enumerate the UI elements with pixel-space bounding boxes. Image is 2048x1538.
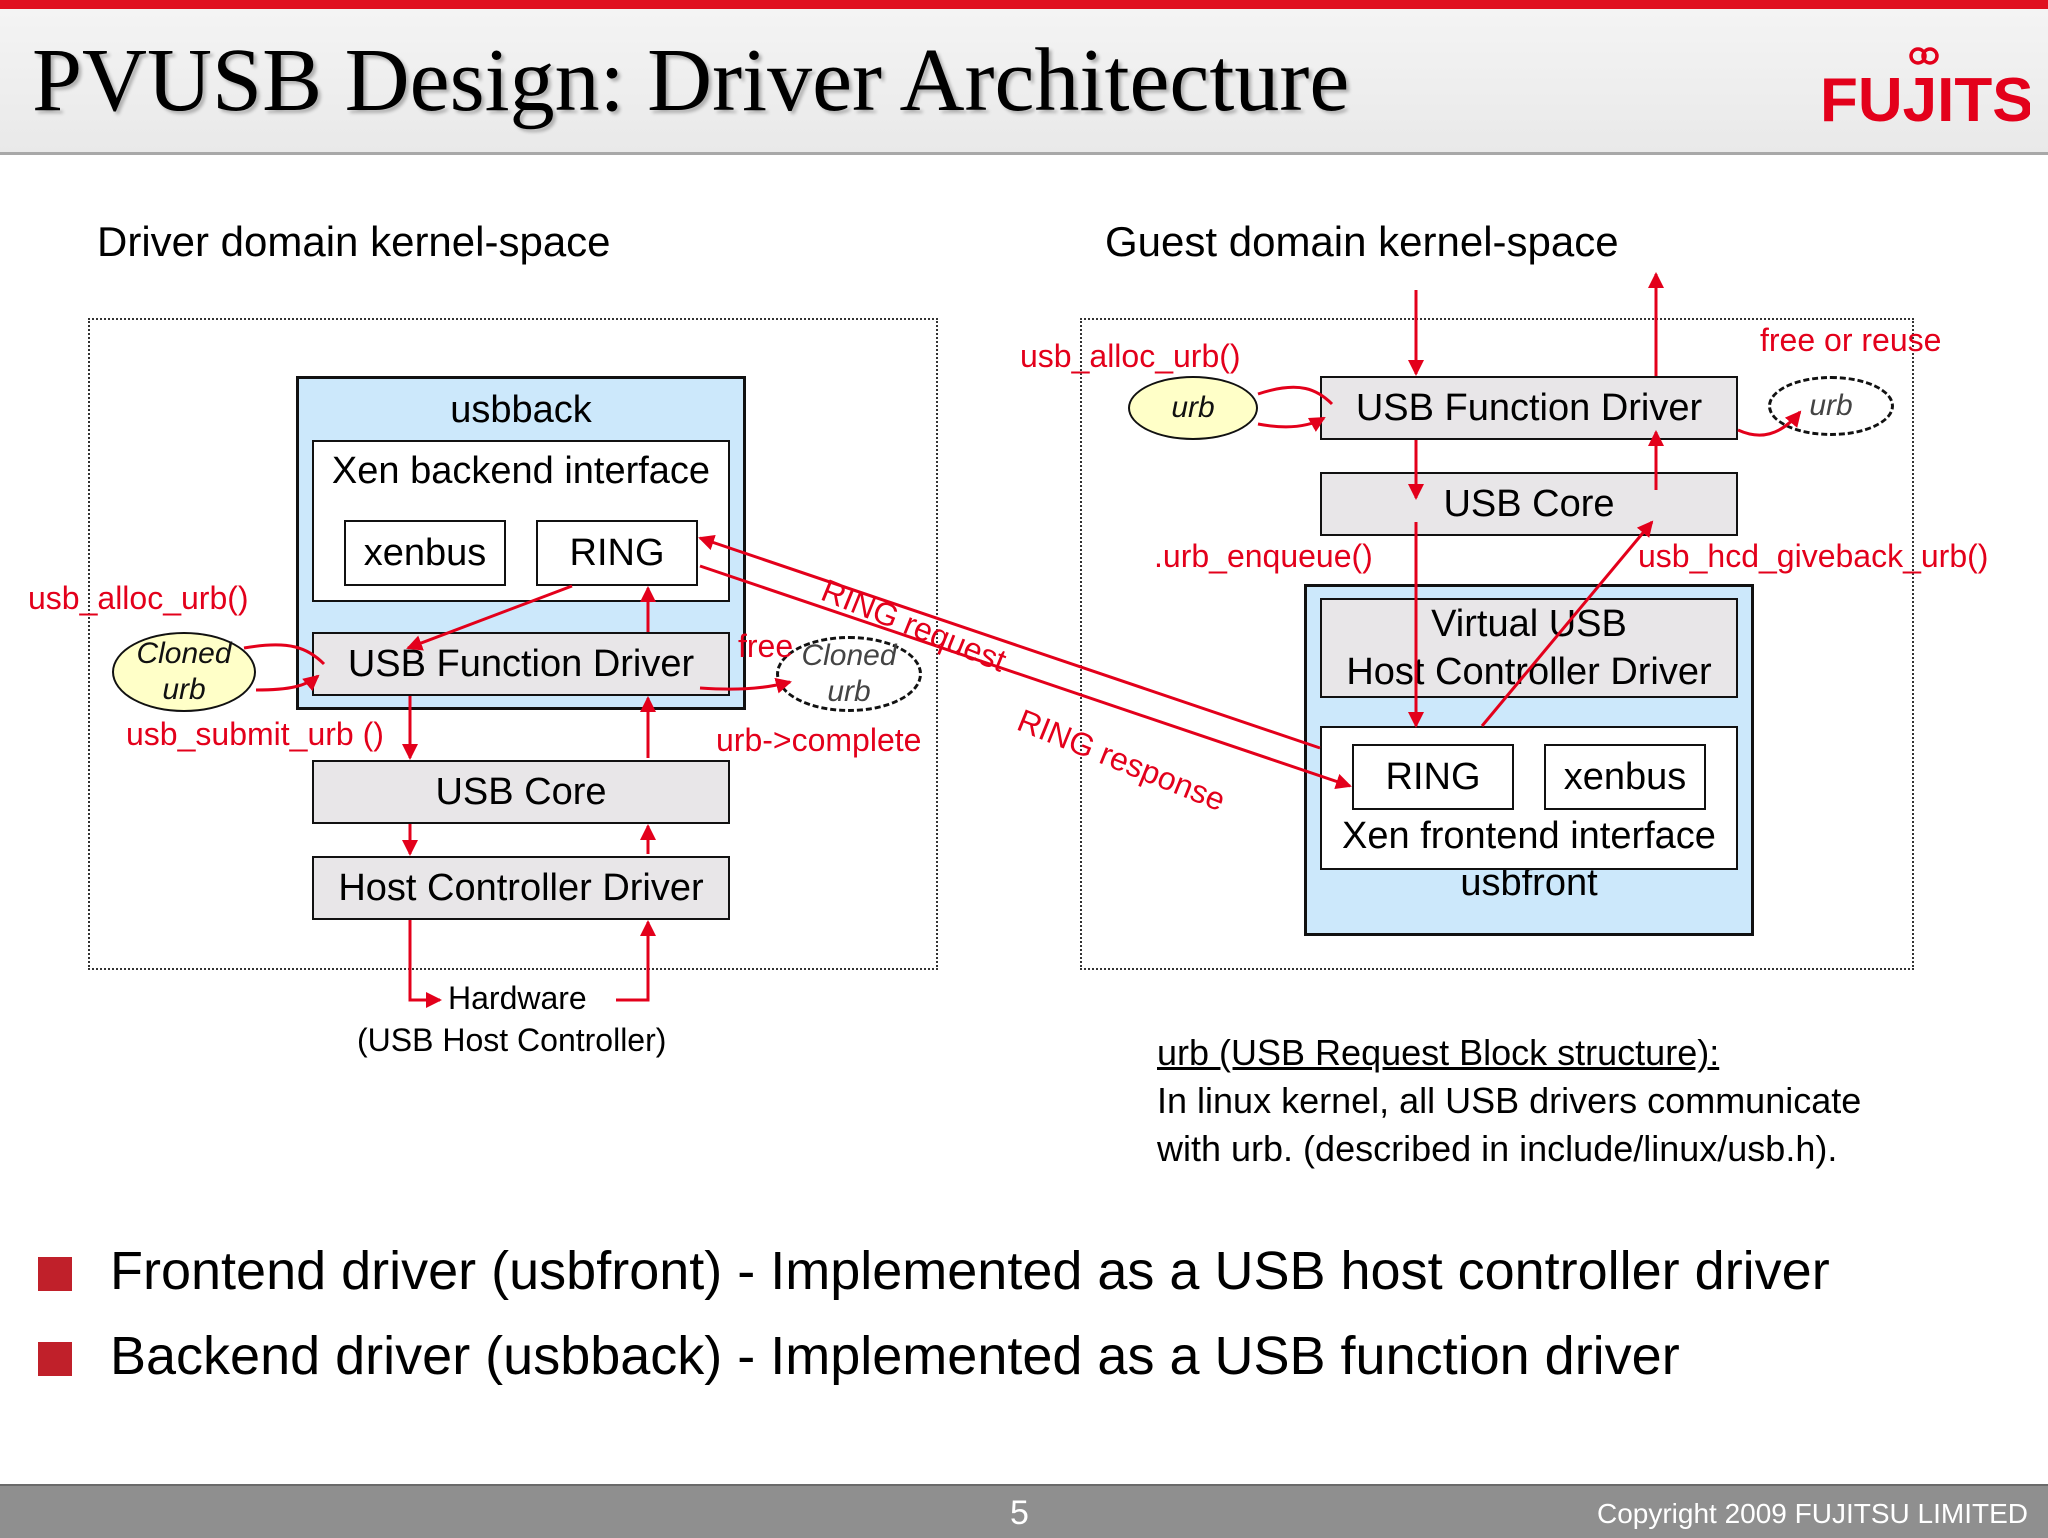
arrow-to-freed-urb [699,677,792,694]
backend-ring-box: RING [536,520,698,586]
virtual-hcd-line1: Virtual USB [1431,603,1627,645]
freed-cloned-urb-line2: urb [827,675,871,708]
hardware-label: Hardware [448,980,587,1016]
virtual-hcd-line2: Host Controller Driver [1346,651,1712,693]
guest-usb-function-driver: USB Function Driver [1320,376,1738,440]
driver-usb-core-label: USB Core [435,770,607,813]
submit-urb-label: usb_submit_urb () [126,716,384,752]
host-controller-driver-label: Host Controller Driver [338,866,704,909]
cloned-urb-line1: Cloned [136,637,232,670]
arrow-cloned-urb-loop [243,643,324,690]
free-or-reuse-label: free or reuse [1760,322,1942,358]
virtual-hcd: Virtual USB Host Controller Driver [1320,598,1738,698]
arrow-to-guest-freed-urb [1737,410,1802,437]
guest-usb-core-label: USB Core [1443,482,1615,525]
arrow-ring-response [699,564,1352,790]
title-bar: PVUSB Design: Driver Architecture FUJITS… [0,9,2048,155]
guest-usb-core: USB Core [1320,472,1738,536]
guest-domain-frame [1080,318,1914,970]
backend-usb-function-driver-label: USB Function Driver [347,642,695,685]
backend-usb-function-driver: USB Function Driver [312,632,730,696]
arrow-guest-urb-loop [1257,385,1332,427]
xen-frontend-label: Xen frontend interface [1342,815,1716,857]
usbback-label: usbback [450,389,592,431]
urb-enqueue-label: .urb_enqueue() [1154,538,1373,574]
slide-title: PVUSB Design: Driver Architecture [32,31,1350,130]
guest-alloc-urb-label: usb_alloc_urb() [1020,338,1241,374]
top-accent-line [0,0,2048,9]
guest-freed-urb-ellipse: urb [1768,376,1894,436]
urb-note-heading: urb (USB Request Block structure): [1157,1032,1720,1073]
driver-domain-heading: Driver domain kernel-space [97,218,611,265]
urb-note-line1: In linux kernel, all USB drivers communi… [1157,1080,1862,1121]
arrow-hw-to-hcd [616,920,656,1002]
host-controller-driver: Host Controller Driver [312,856,730,920]
arrow-ring-to-core [1480,520,1654,727]
cloned-urb-line2: urb [162,673,206,706]
frontend-ring-box: RING [1352,744,1514,810]
logo-text: FUJITSU [1820,66,2030,135]
guest-usb-function-driver-label: USB Function Driver [1355,386,1703,429]
driver-usb-core: USB Core [312,760,730,824]
frontend-xenbus-label: xenbus [1563,755,1687,798]
guest-urb-ellipse: urb [1128,376,1258,440]
free-label: free [738,628,794,664]
bullet-text-1: Frontend driver (usbfront) - Implemented… [110,1241,1830,1301]
urb-note-line2: with urb. (described in include/linux/us… [1157,1128,1838,1169]
frontend-xenbus-box: xenbus [1544,744,1706,810]
arrow-hcd-to-hw [408,920,442,1008]
bullet-marker-2 [38,1342,72,1376]
hardware-sub-label: (USB Host Controller) [357,1022,667,1058]
page-number: 5 [1010,1494,1029,1532]
freed-cloned-urb-ellipse: Cloned urb [776,636,922,712]
xen-backend-label: Xen backend interface [331,450,711,492]
frontend-ring-label: RING [1385,755,1481,798]
driver-domain-frame [88,318,938,970]
freed-cloned-urb-line1: Cloned [801,639,897,672]
guest-urb-label: urb [1171,391,1215,424]
arrow-ring-to-lfd [406,584,573,651]
copyright: Copyright 2009 FUJITSU LIMITED [1596,1498,2028,1529]
bullet-text-2: Backend driver (usbback) - Implemented a… [110,1326,1680,1386]
guest-domain-heading: Guest domain kernel-space [1105,218,1619,265]
bullet-marker-1 [38,1257,72,1291]
backend-xenbus-box: xenbus [344,520,506,586]
footer-bar: 5 Copyright 2009 FUJITSU LIMITED [0,1484,2048,1538]
backend-ring-label: RING [569,531,665,574]
urb-complete-label: urb->complete [716,722,922,758]
fujitsu-logo: FUJITSU [1820,47,2030,135]
guest-freed-urb-label: urb [1809,389,1853,422]
giveback-urb-label: usb_hcd_giveback_urb() [1638,538,1989,574]
backend-xenbus-label: xenbus [363,531,487,574]
driver-alloc-urb-label: usb_alloc_urb() [28,580,249,616]
arrow-ring-request [698,534,1321,750]
cloned-urb-ellipse: Cloned urb [112,632,256,712]
